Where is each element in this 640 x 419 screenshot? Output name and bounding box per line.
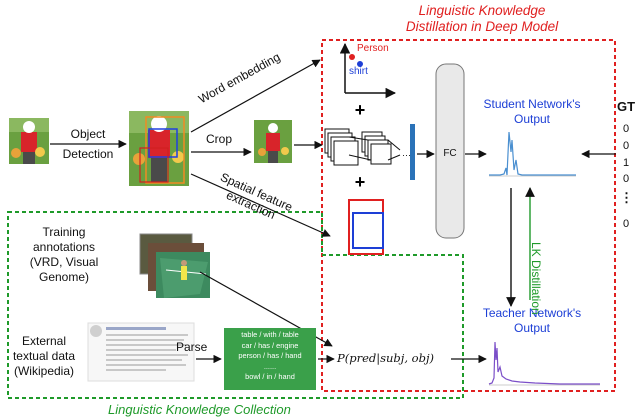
feature-bar [410, 124, 415, 180]
ellipsis-icon: ··· [402, 150, 411, 160]
deep-model-title: Linguistic Knowledge Distillation in Dee… [405, 3, 559, 34]
parse-label: Parse [176, 340, 208, 354]
collection-region [7, 211, 464, 399]
wikipedia-page-icon [87, 322, 195, 382]
gt-digit: 0 [622, 218, 630, 230]
object-detection-label: Object Detection [62, 127, 114, 161]
collection-title: Linguistic Knowledge Collection [108, 402, 291, 417]
triple-item: car / has / engine [241, 340, 299, 350]
student-output-label: Student Network's Output [483, 97, 581, 126]
triple-item: ...... [263, 361, 277, 371]
plus-icon: + [355, 172, 366, 192]
spatial-mask-icon [348, 199, 384, 255]
spatial-feature-arrow [190, 173, 331, 237]
lk-distillation-label: LK Distillation [529, 242, 543, 315]
teacher-output-plot [488, 341, 600, 386]
conv-layers-icon [324, 128, 401, 166]
probability-formula: P(pred|subj, obj) [337, 351, 435, 365]
gt-digit: 0 [622, 140, 630, 152]
training-annotations-label: Training annotations (VRD, Visual Genome… [29, 225, 99, 284]
word-embedding-arrow [190, 59, 321, 133]
triple-item: person / has / hand [238, 351, 302, 361]
gt-label: GT [617, 99, 636, 114]
fc-layer [435, 63, 465, 239]
gt-digit: 0 [622, 123, 630, 135]
fc-label: FC [443, 148, 457, 159]
embedding-subject-label: Person [357, 43, 389, 54]
crop-label: Crop [206, 132, 233, 146]
teacher-output-label: Teacher Network's Output [482, 306, 582, 335]
embedding-axes-icon [339, 42, 397, 99]
detection-photo-icon [129, 111, 189, 186]
cropped-person-icon [254, 120, 292, 163]
plus-icon: + [355, 100, 366, 120]
parsed-triples-box: table / with / table car / has / engine … [224, 328, 316, 390]
gt-digit: 0 [622, 173, 630, 185]
embedding-object-label: shirt [349, 66, 368, 77]
student-output-plot [489, 131, 576, 177]
gt-digit: 1 [622, 157, 630, 169]
gt-digit: ⋮ [620, 190, 633, 205]
tennis-photo-icon [139, 233, 210, 298]
external-textual-label: External textual data (Wikipedia) [12, 334, 76, 378]
triple-item: bowl / in / hand [245, 372, 295, 382]
triple-item: table / with / table [241, 330, 299, 339]
photo-person-icon [9, 118, 49, 164]
